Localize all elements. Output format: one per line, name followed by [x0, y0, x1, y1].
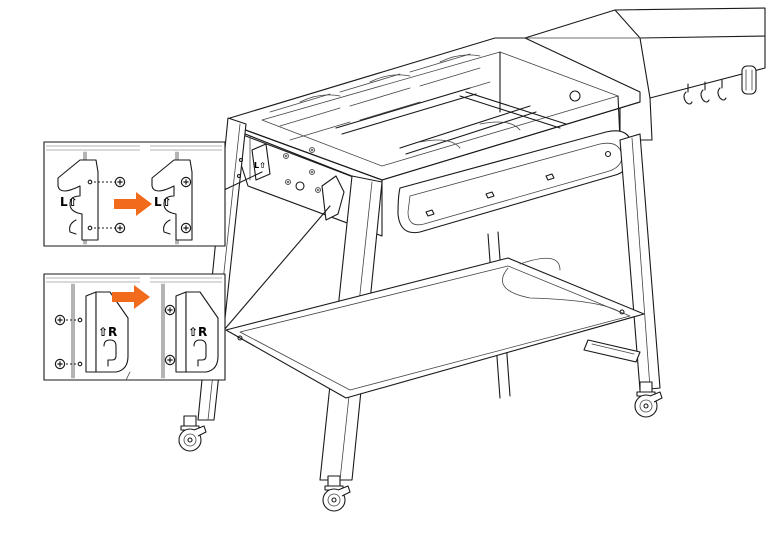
wheel-icon [178, 381, 663, 512]
arrow-right-icon [112, 285, 150, 309]
cart-frame [229, 37, 641, 189]
left-bracket-label-after: L⇧ [154, 195, 172, 209]
hook-icon [683, 79, 727, 105]
small-left-bracket-label: L⇧ [254, 161, 266, 170]
left-side-panel: L⇧ [229, 129, 383, 237]
leader-lines [223, 171, 331, 331]
bottom-shelf [225, 257, 645, 399]
callout-left-bracket: L⇧ L⇧ [43, 141, 226, 247]
right-bracket-label-after: ⇧R [188, 325, 207, 339]
arrow-right-icon [114, 192, 152, 216]
callout-frame [43, 141, 226, 247]
knob-icon [425, 150, 612, 217]
right-bracket-label-before: ⇧R [98, 325, 117, 339]
control-panel [397, 130, 633, 234]
callout-right-bracket: ⇧R ⇧R [43, 273, 226, 381]
left-bracket-label-before: L⇧ [60, 195, 78, 209]
side-shelf [524, 7, 766, 141]
